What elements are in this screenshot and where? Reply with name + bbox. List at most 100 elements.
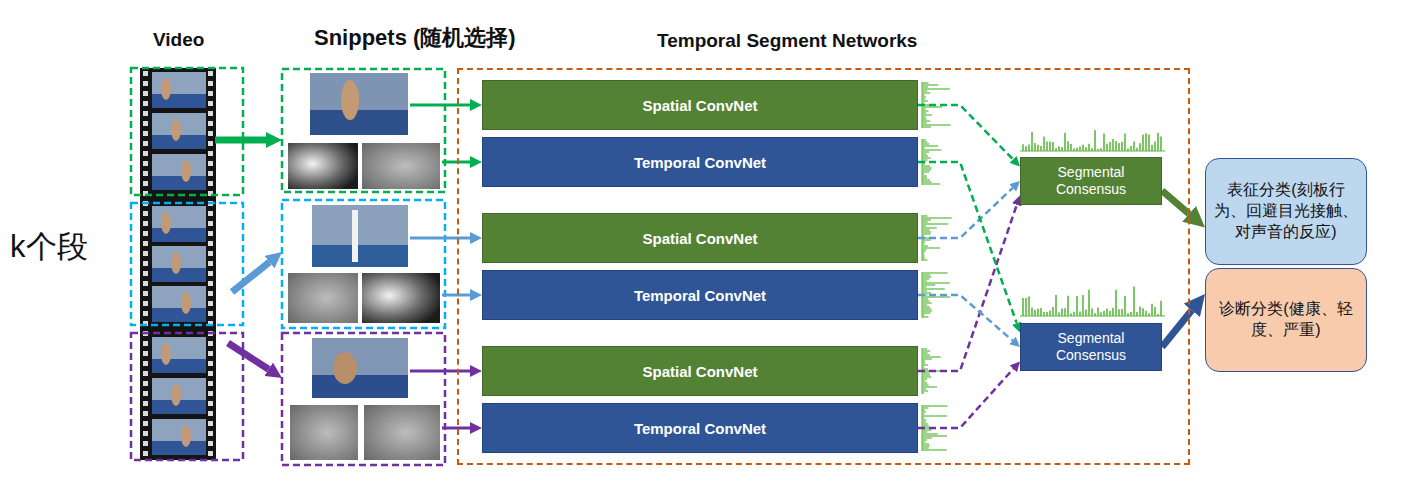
sprocket-hole xyxy=(208,281,213,286)
sprocket-hole xyxy=(208,111,213,116)
sprocket-hole xyxy=(208,151,213,156)
sprocket-hole xyxy=(143,311,148,316)
sprocket-hole xyxy=(208,161,213,166)
connector-arrow xyxy=(918,295,1012,340)
video-frame xyxy=(152,246,206,282)
temporal-convnet-box: Temporal ConvNet xyxy=(482,137,918,187)
sprocket-hole xyxy=(143,131,148,136)
sprocket-hole xyxy=(143,181,148,186)
sprocket-hole xyxy=(143,81,148,86)
sprocket-hole xyxy=(208,251,213,256)
sprocket-hole xyxy=(208,431,213,436)
consensus-box: Segmental Consensus xyxy=(1020,157,1162,205)
sprocket-hole xyxy=(143,231,148,236)
node-text: Segmental Consensus xyxy=(1026,164,1156,198)
sprocket-hole xyxy=(143,121,148,126)
sprocket-hole xyxy=(143,171,148,176)
video-frame xyxy=(152,206,206,242)
connector-arrow xyxy=(918,369,1013,428)
column-heading: Snippets (随机选择) xyxy=(314,23,516,53)
sprocket-hole xyxy=(208,391,213,396)
sprocket-hole xyxy=(143,431,148,436)
input-arrow xyxy=(410,105,470,428)
sprocket-hole xyxy=(143,361,148,366)
temporal-convnet-box: Temporal ConvNet xyxy=(482,270,918,320)
temporal-convnet-box: Temporal ConvNet xyxy=(482,403,918,453)
node-text: Segmental Consensus xyxy=(1026,330,1156,364)
sprocket-hole xyxy=(143,421,148,426)
consensus-box: Segmental Consensus xyxy=(1020,323,1162,371)
sprocket-hole xyxy=(208,121,213,126)
sprocket-hole xyxy=(143,91,148,96)
sprocket-hole xyxy=(208,221,213,226)
sprocket-hole xyxy=(208,131,213,136)
node-text: 诊断分类(健康、轻度、严重) xyxy=(1212,299,1360,341)
video-frame xyxy=(152,154,206,190)
connector-arrow xyxy=(918,205,1017,371)
node-text: Spatial ConvNet xyxy=(642,363,757,380)
connector-arrow xyxy=(918,105,1013,159)
sprocket-hole xyxy=(208,381,213,386)
sprocket-hole xyxy=(208,341,213,346)
segment-arrow xyxy=(232,262,270,292)
sprocket-hole xyxy=(143,441,148,446)
sprocket-hole xyxy=(143,291,148,296)
sprocket-hole xyxy=(143,211,148,216)
sprocket-hole xyxy=(143,301,148,306)
rgb-frame xyxy=(310,73,408,398)
optical-flow-image xyxy=(288,143,440,460)
sprocket-hole xyxy=(208,271,213,276)
spatial-convnet-box: Spatial ConvNet xyxy=(482,80,918,130)
film-strip xyxy=(140,68,216,460)
sprocket-hole xyxy=(208,91,213,96)
sprocket-hole xyxy=(143,351,148,356)
column-heading: Video xyxy=(153,29,204,51)
film-base xyxy=(140,68,216,460)
sprocket-hole xyxy=(143,101,148,106)
connector-arrow xyxy=(1162,191,1189,214)
sprocket-hole xyxy=(208,441,213,446)
sprocket-hole xyxy=(143,251,148,256)
video-frame xyxy=(152,337,206,373)
sprocket-hole xyxy=(143,141,148,146)
sprocket-hole xyxy=(208,371,213,376)
node-text: 表征分类(刻板行为、回避目光接触、对声音的反应) xyxy=(1212,180,1360,242)
sprocket-hole xyxy=(143,411,148,416)
output-box: 表征分类(刻板行为、回避目光接触、对声音的反应) xyxy=(1205,158,1367,265)
sprocket-hole xyxy=(208,141,213,146)
snippet-box xyxy=(282,69,445,192)
network-region: Temporal Segment NetworksSpatial ConvNet… xyxy=(457,68,1190,465)
sprocket-hole xyxy=(208,81,213,86)
segment-arrow xyxy=(215,137,266,144)
score-histogram xyxy=(1020,286,1165,316)
sprocket-hole xyxy=(143,151,148,156)
sprocket-hole xyxy=(143,111,148,116)
connector-arrow xyxy=(918,188,1013,238)
sprocket-hole xyxy=(208,171,213,176)
segment-arrow xyxy=(228,343,269,369)
sprocket-hole xyxy=(143,271,148,276)
node-text: Temporal ConvNet xyxy=(634,420,766,437)
sprocket-hole xyxy=(208,301,213,306)
video-frame xyxy=(152,72,206,108)
snippet-box xyxy=(282,200,445,328)
segment-box xyxy=(131,68,243,195)
sprocket-hole xyxy=(208,241,213,246)
sprocket-hole xyxy=(208,211,213,216)
video-frame xyxy=(152,286,206,322)
sprocket-hole xyxy=(143,371,148,376)
sprocket-hole xyxy=(208,401,213,406)
sprocket-hole xyxy=(143,341,148,346)
annotation: k个段 xyxy=(10,226,88,268)
connector-arrow xyxy=(918,162,1017,323)
sprocket-hole xyxy=(208,101,213,106)
sprocket-hole xyxy=(208,71,213,76)
segment-box xyxy=(131,333,243,460)
segment-box xyxy=(131,203,243,325)
video-frame xyxy=(152,378,206,414)
sprocket-hole xyxy=(208,291,213,296)
sprocket-hole xyxy=(143,261,148,266)
node-text: Spatial ConvNet xyxy=(642,230,757,247)
video-frame xyxy=(152,419,206,455)
node-text: Spatial ConvNet xyxy=(642,97,757,114)
